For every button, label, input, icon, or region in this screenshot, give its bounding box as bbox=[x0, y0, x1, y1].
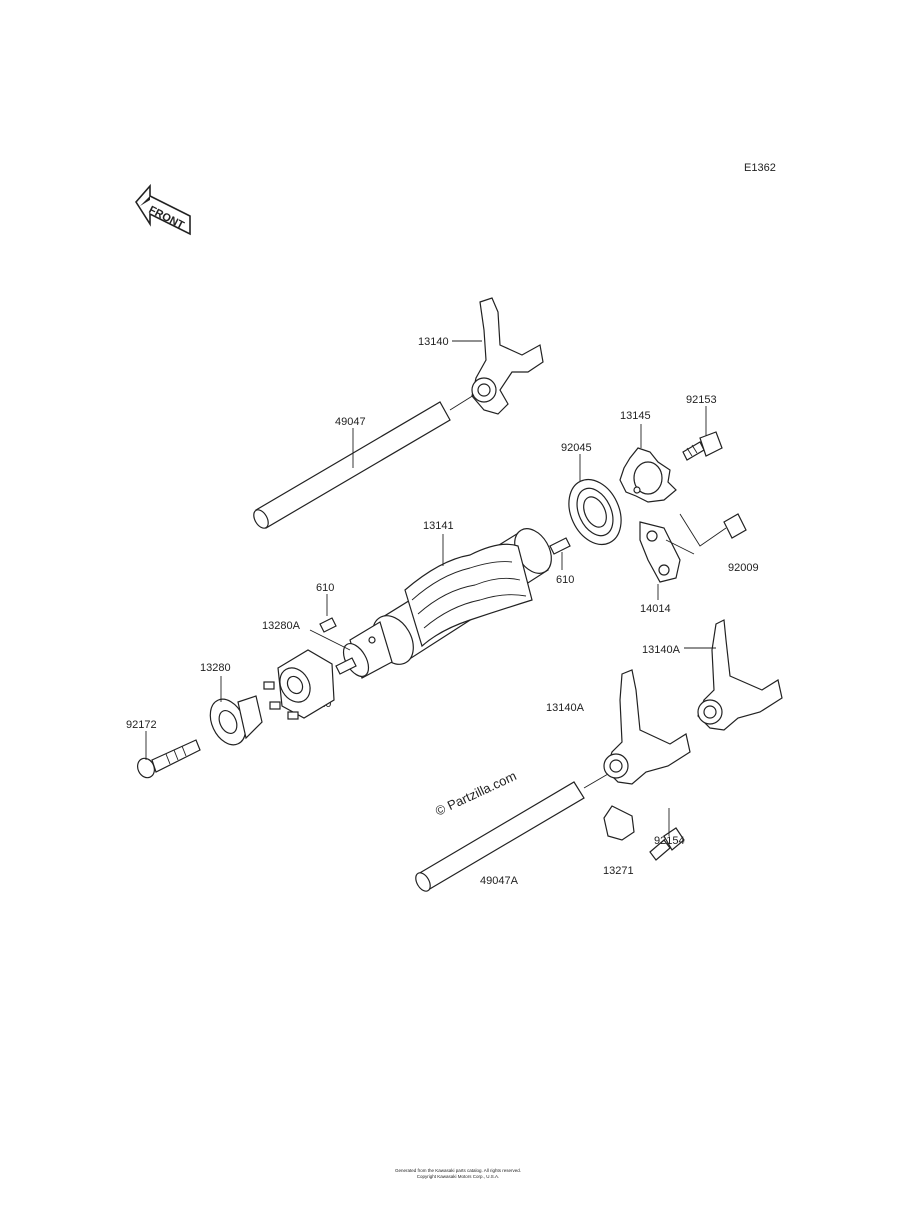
label-13280A: 13280A bbox=[262, 620, 301, 632]
bolt-92172 bbox=[137, 739, 201, 779]
watermark: © Partzilla.com bbox=[433, 768, 519, 819]
leader-92009-bracket bbox=[679, 513, 727, 547]
label-13145: 13145 bbox=[620, 410, 651, 422]
leader-49047-shaft-axis bbox=[449, 394, 475, 411]
label-92045: 92045 bbox=[561, 442, 592, 454]
fork-13140 bbox=[471, 297, 544, 415]
label-13140A-right: 13140A bbox=[642, 644, 681, 656]
label-13140A-left: 13140A bbox=[546, 702, 585, 714]
fork-13140A-left bbox=[603, 669, 691, 785]
label-92154: 92154 bbox=[654, 835, 685, 847]
fork-13140A-right bbox=[697, 619, 783, 731]
label-14014: 14014 bbox=[640, 603, 671, 615]
label-92009: 92009 bbox=[728, 562, 759, 574]
gear-13145 bbox=[619, 447, 677, 503]
bearing-92045 bbox=[568, 478, 622, 546]
flange-13280 bbox=[209, 695, 263, 746]
screw-92009 bbox=[723, 513, 747, 539]
pin-610-top bbox=[319, 617, 337, 633]
label-49047: 49047 bbox=[335, 416, 366, 428]
footer-line-2: Copyright Kawasaki Motors Corp., U.S.A. bbox=[417, 1174, 500, 1179]
label-92172: 92172 bbox=[126, 719, 157, 731]
label-92153: 92153 bbox=[686, 394, 717, 406]
plate-14014 bbox=[639, 521, 681, 583]
label-610-right: 610 bbox=[556, 574, 574, 586]
cam-plate-13271 bbox=[603, 805, 635, 841]
footer-line-1: Generated from the Kawasaki parts catalo… bbox=[395, 1168, 521, 1173]
pin-610-right bbox=[549, 537, 571, 555]
cam-13280A bbox=[263, 649, 335, 720]
label-49047A: 49047A bbox=[480, 875, 519, 887]
diagram-code: E1362 bbox=[744, 162, 776, 174]
front-arrow-icon: FRONT bbox=[135, 183, 191, 236]
bolt-92153 bbox=[682, 431, 723, 461]
pin-610-bottom bbox=[335, 657, 357, 675]
leader-92009-plate bbox=[665, 539, 695, 555]
label-13141: 13141 bbox=[423, 520, 454, 532]
label-13271: 13271 bbox=[603, 865, 634, 877]
shaft-49047A bbox=[415, 781, 585, 892]
leader-13280A bbox=[309, 629, 351, 651]
label-610-top: 610 bbox=[316, 582, 334, 594]
shift-drum-13141 bbox=[342, 528, 552, 679]
label-13140: 13140 bbox=[418, 336, 449, 348]
label-13280: 13280 bbox=[200, 662, 231, 674]
leader-49047A-shaft-axis bbox=[583, 773, 609, 789]
